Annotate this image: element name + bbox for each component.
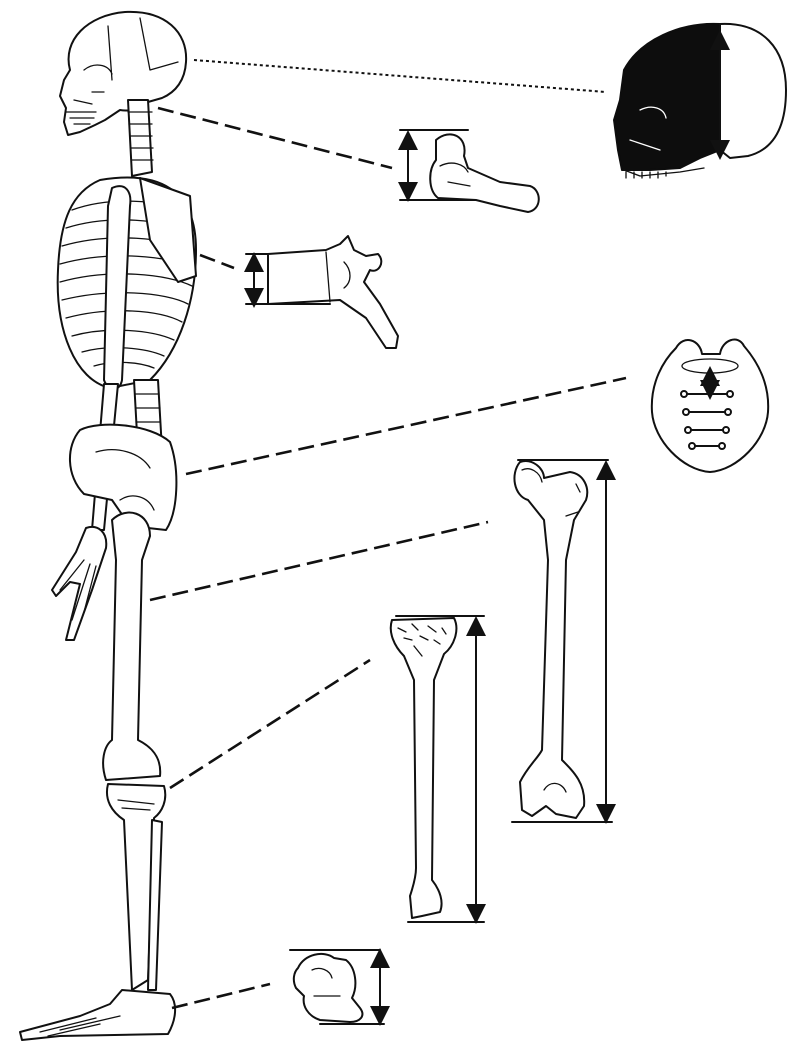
leader-calcaneus [172, 984, 270, 1008]
leader-cervical [158, 108, 392, 168]
leader-thoracic [200, 255, 234, 268]
skeleton-lower-leg [107, 784, 165, 990]
skeleton-skull [60, 12, 186, 135]
skeleton-arm [52, 384, 118, 640]
skeleton-neck [128, 100, 153, 176]
skeleton-ribcage [58, 178, 196, 389]
sacrum-detail [652, 340, 768, 472]
skeleton-foot [20, 990, 175, 1040]
thoracic-vertebra-detail [246, 236, 398, 348]
skull-detail [614, 24, 786, 178]
full-skeleton [20, 12, 196, 1040]
femur-detail [512, 460, 612, 822]
leader-femur [150, 522, 488, 600]
leader-tibia [170, 660, 370, 788]
calcaneus-detail [290, 950, 384, 1024]
leader-skull [194, 60, 606, 92]
tibia-detail [391, 616, 484, 922]
cervical-vertebra-detail [400, 130, 539, 212]
skeleton-femur [103, 513, 160, 780]
